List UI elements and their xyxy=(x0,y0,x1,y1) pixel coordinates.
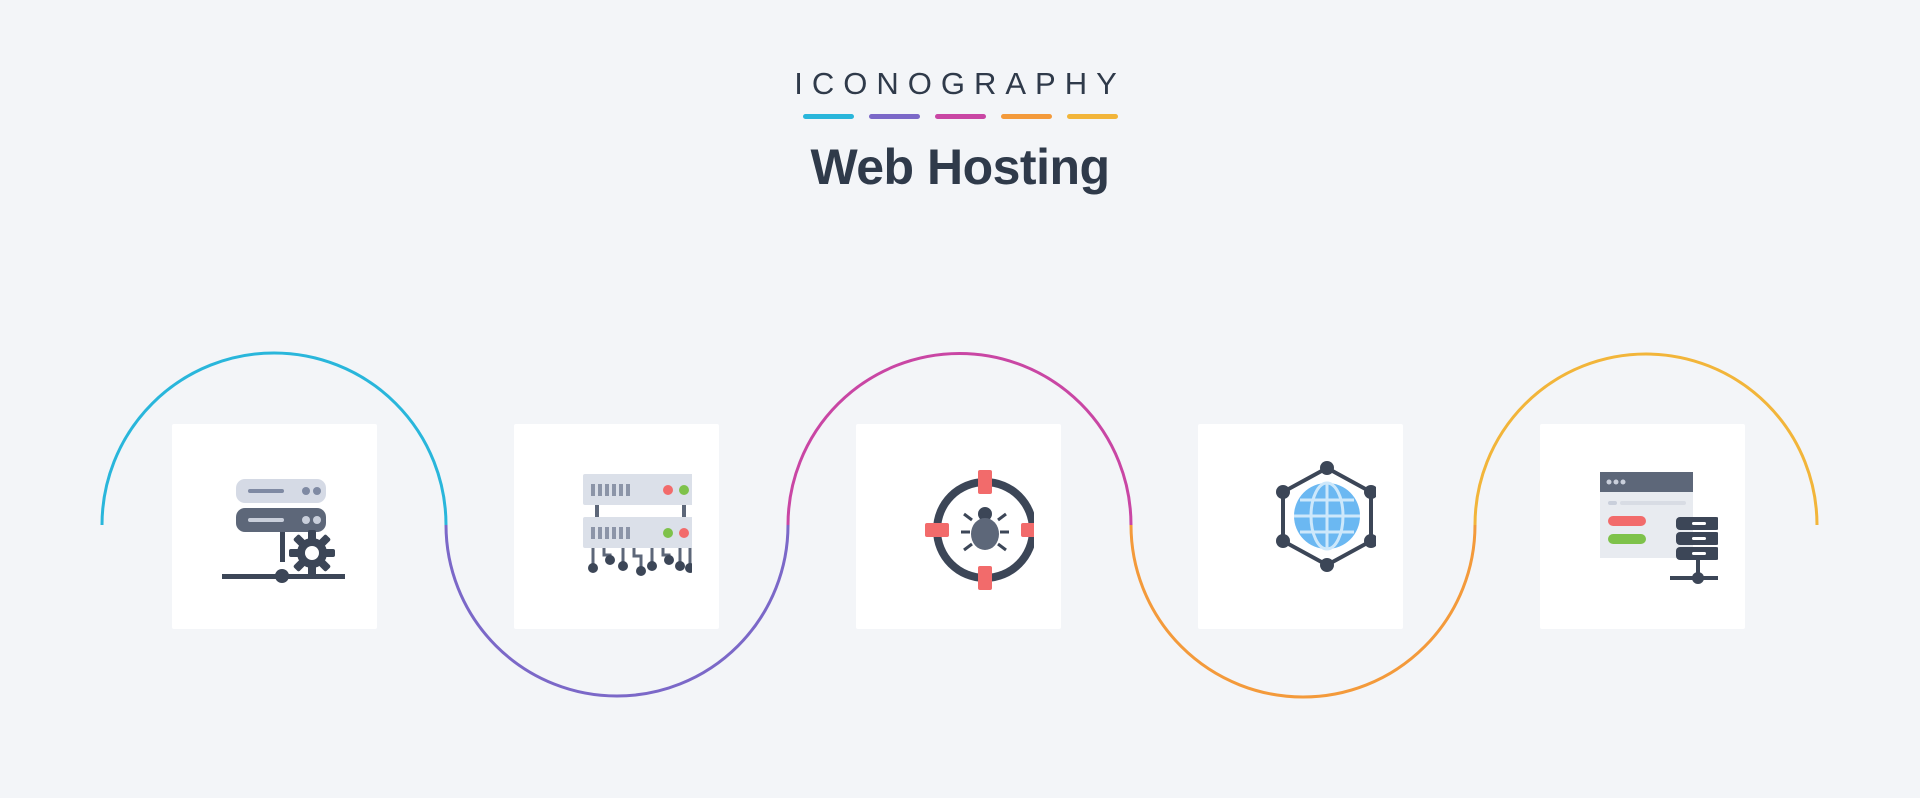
underline-bar-purple xyxy=(869,114,920,119)
icon-tile-server-settings[interactable] xyxy=(172,424,377,629)
underline-bar-cyan xyxy=(803,114,854,119)
page-title: Web Hosting xyxy=(810,139,1110,195)
server-settings-icon xyxy=(221,478,345,583)
web-server-icon xyxy=(1599,471,1718,584)
global-network-icon xyxy=(1275,460,1376,572)
wave-segment-3 xyxy=(786,352,1133,526)
wave-segment-4 xyxy=(1129,524,1477,699)
icon-tile-web-server[interactable] xyxy=(1540,424,1745,629)
bug-target-icon xyxy=(924,469,1034,590)
wave-segment-2 xyxy=(444,524,790,698)
underline-bar-magenta xyxy=(935,114,986,119)
wave-segment-5 xyxy=(1473,352,1819,526)
underline-bar-orange xyxy=(1001,114,1052,119)
color-underline xyxy=(803,114,1118,119)
icon-tile-bug-target[interactable] xyxy=(856,424,1061,629)
underline-bar-yellow xyxy=(1067,114,1118,119)
server-network-icon xyxy=(582,473,692,576)
brand-label: ICONOGRAPHY xyxy=(794,66,1126,101)
wave-segment-1 xyxy=(100,351,448,526)
icon-tile-server-network[interactable] xyxy=(514,424,719,629)
icon-tile-global-network[interactable] xyxy=(1198,424,1403,629)
